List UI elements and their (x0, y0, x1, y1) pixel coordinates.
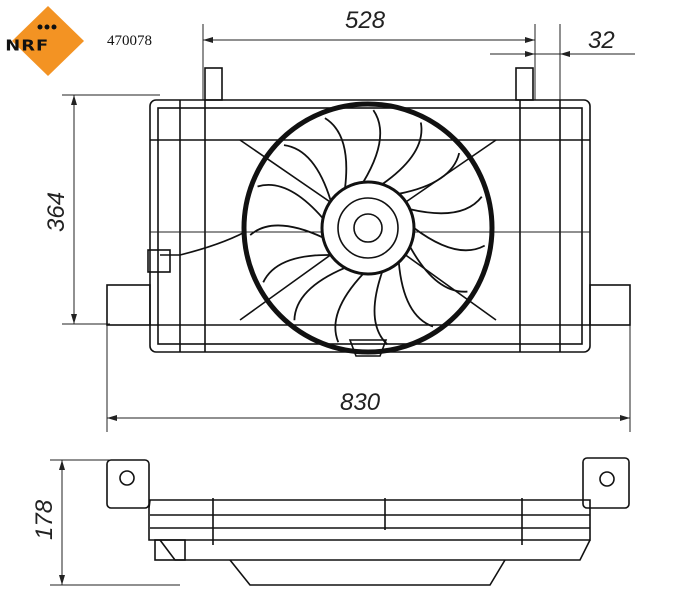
fan-blade (413, 227, 486, 252)
svg-text:NRF: NRF (5, 37, 49, 54)
dimension-label: 830 (340, 389, 381, 416)
fan-blade (373, 271, 388, 346)
fan-blade (293, 267, 346, 321)
fan-blade (398, 152, 461, 195)
dimension-label: 528 (345, 7, 386, 34)
fan-shroud-front-view (106, 67, 631, 357)
dimension-label: 32 (588, 27, 615, 54)
fan-blade (257, 184, 324, 220)
fan-blade (324, 117, 348, 189)
dimension-364: 364 (43, 94, 160, 325)
fan-blades (249, 109, 486, 346)
fan-blade (249, 224, 324, 239)
fan-hub (320, 180, 416, 276)
dimension-178: 178 (31, 459, 180, 586)
fan-blade (381, 122, 423, 185)
dimension-830: 830 (106, 325, 631, 432)
fan-blade (397, 262, 434, 328)
fan-shroud-side-view (106, 457, 630, 586)
dimension-label: 364 (43, 192, 70, 232)
part-number: 470078 (107, 33, 152, 49)
fan-blade (409, 196, 483, 215)
nrf-logo: NRF (5, 6, 84, 76)
fan-blade (334, 273, 364, 343)
dimension-528: 528 (202, 7, 536, 100)
fan-blade (283, 144, 332, 202)
fan-blade (409, 246, 468, 293)
fan-blade (362, 109, 382, 183)
dimension-32: 32 (490, 24, 635, 100)
fan-ring (241, 101, 495, 355)
fan-blade (262, 254, 331, 283)
dimension-label: 178 (31, 499, 58, 540)
